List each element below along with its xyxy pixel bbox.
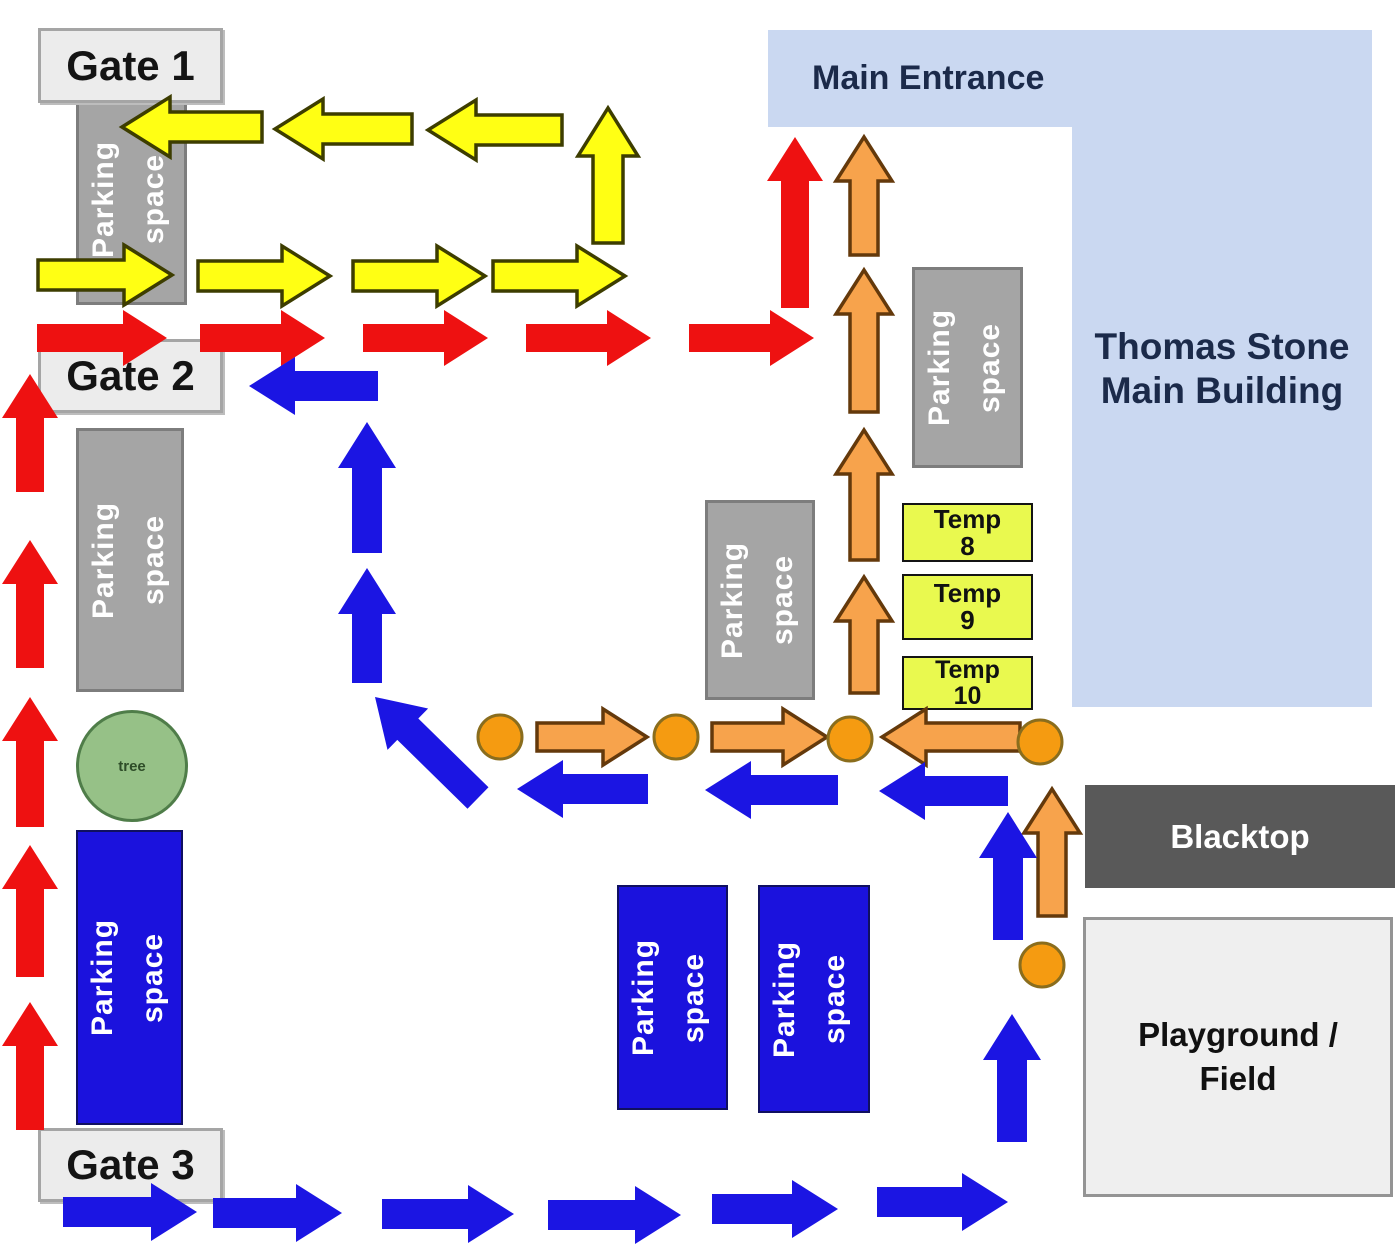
stop-point-dot [476,713,524,761]
blue-route-arrow [879,762,1008,820]
orange-route-arrow [832,426,896,562]
red-route-arrow [2,540,58,668]
red-route-arrow [526,310,651,366]
parking-space-top-left: Parking space [76,93,187,305]
temp-room-10: Temp 10 [902,656,1033,710]
red-route-arrow [689,310,814,366]
parking-space-label: Parking space [627,938,710,1057]
orange-route-arrow [535,705,651,769]
main-building-line2: Main Building [1100,370,1344,411]
parking-space-label: Parking space [86,918,169,1037]
blacktop-area: Blacktop [1085,785,1395,888]
yellow-route-arrow [574,104,642,245]
temp-8-line1: Temp [933,503,1002,534]
blue-route-arrow [877,1173,1008,1231]
tree-label: tree [118,757,146,775]
playground-line1: Playground / [1138,1016,1338,1053]
playground-field-area: Playground / Field [1083,917,1393,1197]
blue-route-arrow [213,1184,342,1242]
parking-space-right: Parking space [912,267,1023,468]
parking-space-label: Parking space [716,541,799,659]
temp-8-line2: 8 [960,530,975,561]
gate-3-label: Gate 3 [66,1141,195,1188]
blue-route-arrow [979,812,1037,940]
yellow-route-arrow [271,95,414,163]
stop-point-dot [1018,941,1066,989]
playground-line2: Field [1199,1060,1277,1097]
blue-route-arrow [983,1014,1041,1142]
main-entrance-label: Main Entrance [812,59,1045,97]
orange-route-arrow [832,133,896,257]
red-route-arrow [2,697,58,827]
orange-route-arrow [832,573,896,695]
red-route-arrow [767,137,823,308]
yellow-route-arrow [491,242,629,310]
orange-route-arrow [832,266,896,414]
orange-route-arrow [710,705,831,769]
orange-route-arrow [1020,785,1084,918]
parking-space-bottom-b: Parking space [758,885,870,1113]
temp-10-line2: 10 [953,682,982,710]
stop-point-dot [1016,718,1064,766]
blue-route-arrow [705,761,838,819]
parking-space-label: Parking space [87,140,170,258]
red-route-arrow [2,845,58,977]
gate-2: Gate 2 [38,339,223,413]
blacktop-label: Blacktop [1170,817,1310,855]
blue-route-arrow [517,760,648,818]
main-building-label: Thomas Stone Main Building [1072,325,1372,413]
blue-route-arrow [338,568,396,683]
blue-route-arrow [375,697,489,809]
temp-9-line1: Temp [933,578,1002,608]
parking-space-center: Parking space [705,500,815,700]
yellow-route-arrow [196,242,334,310]
red-route-arrow [2,1002,58,1130]
temp-9-line2: 9 [960,605,975,635]
gate-2-label: Gate 2 [66,352,195,399]
temp-10-line1: Temp [935,656,1000,684]
red-route-arrow [363,310,488,366]
yellow-route-arrow [424,96,564,164]
gate-1-label: Gate 1 [66,41,195,89]
yellow-route-arrow [351,242,489,310]
main-building-line1: Thomas Stone [1094,326,1350,367]
gate-1: Gate 1 [38,28,223,103]
stop-point-dot [826,715,874,763]
blue-route-arrow [712,1180,838,1238]
parking-space-label: Parking space [768,940,851,1058]
parking-space-left-bottom: Parking space [76,830,183,1125]
gate-3: Gate 3 [38,1128,223,1202]
blue-route-arrow [382,1185,514,1243]
parking-space-label: Parking space [87,501,170,619]
parking-space-bottom-a: Parking space [617,885,728,1110]
temp-room-9: Temp 9 [902,574,1033,640]
stop-point-dot [652,713,700,761]
tree-circle: tree [76,710,188,822]
parking-space-left-mid: Parking space [76,428,184,692]
blue-route-arrow [338,422,396,553]
blue-route-arrow [548,1186,681,1244]
parking-space-label: Parking space [923,308,1006,427]
temp-room-8: Temp 8 [902,503,1033,562]
main-building: Thomas Stone Main Building [1072,30,1372,707]
orange-route-arrow [878,705,1022,769]
blue-route-arrow [249,357,378,415]
